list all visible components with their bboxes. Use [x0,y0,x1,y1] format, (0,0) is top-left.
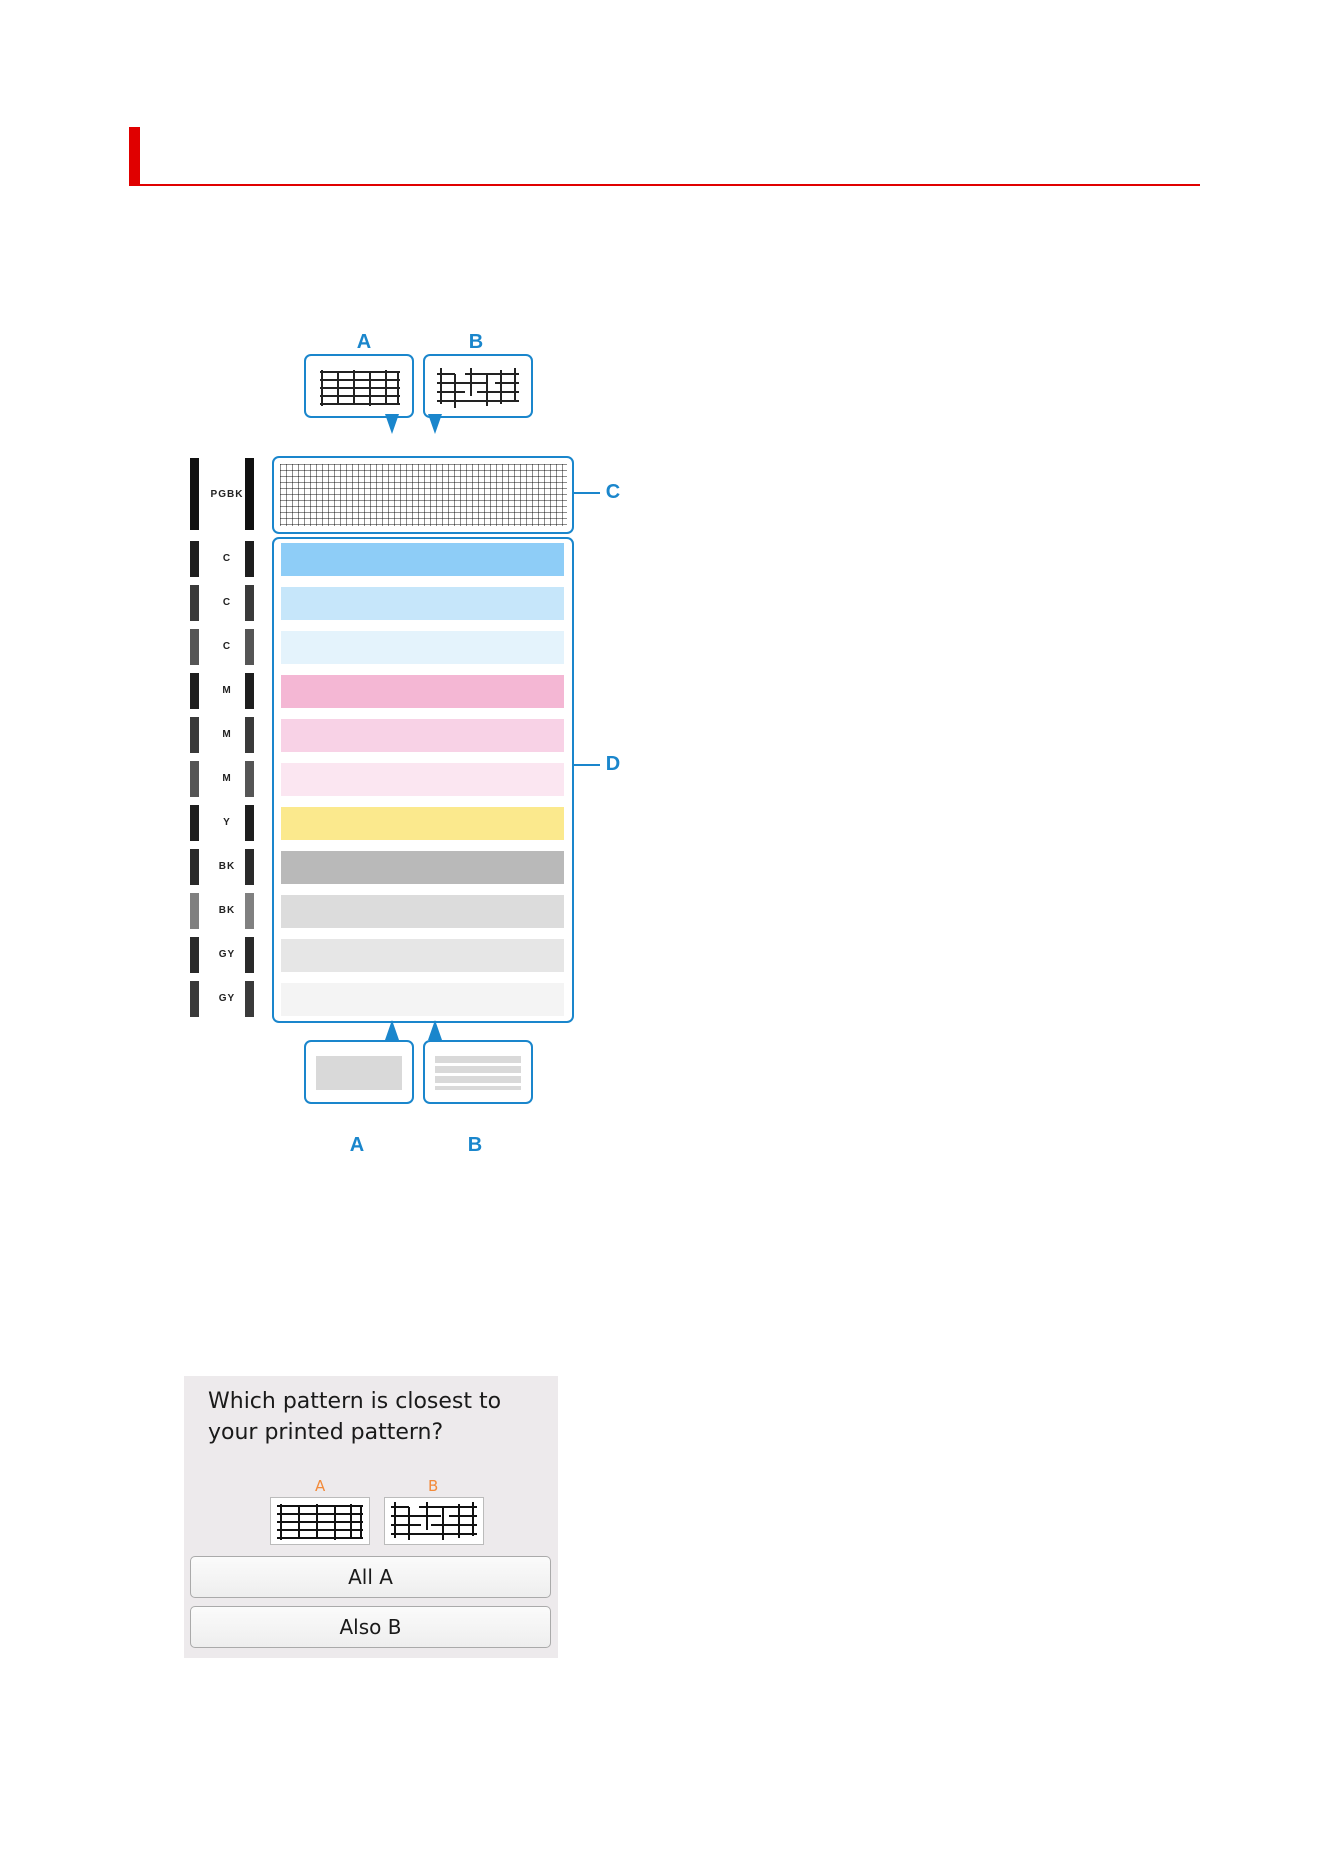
nozzle-bar-left [190,673,199,709]
magenta-stripe-2 [281,719,564,752]
nozzle-bar-left [190,981,199,1017]
callout-box-a-top [304,354,414,418]
all-a-button[interactable]: All A [190,1556,551,1598]
pgbk-grid-pattern [280,464,567,526]
callout-label-a-top: A [349,331,379,354]
lcd-question-text: Which pattern is closest to your printed… [208,1386,548,1448]
callout-box-b-bottom [423,1040,533,1104]
nozzle-bar-right [245,585,254,621]
pointer-b-top [428,414,442,434]
nozzle-bar-right [245,717,254,753]
nozzle-bar-right [245,937,254,973]
pointer-a-top [385,414,399,434]
nozzle-bar-left [190,937,199,973]
nozzle-bar-left [190,541,199,577]
nozzle-bar-left [190,629,199,665]
defective-grid-pattern-icon [425,356,531,416]
black-stripe-1 [281,851,564,884]
callout-label-d: D [598,753,628,776]
lcd-option-a-letter: A [315,1477,325,1495]
gray-stripe-1 [281,939,564,972]
heading-accent-bar [129,127,140,185]
nozzle-bar-left [190,805,199,841]
good-grid-pattern-icon [306,356,412,416]
callout-label-b-bottom: B [460,1134,490,1157]
lcd-option-b-letter: B [428,1477,438,1495]
lead-line-d [572,764,600,766]
nozzle-bar-left [190,893,199,929]
also-b-button[interactable]: Also B [190,1606,551,1648]
lead-line-c [572,492,600,494]
cyan-stripe-2 [281,587,564,620]
nozzle-bar-right [245,761,254,797]
good-grid-pattern-icon [271,1498,369,1544]
pointer-b-bottom [428,1020,442,1040]
cyan-stripe-3 [281,631,564,664]
defective-grid-pattern-icon [385,1498,483,1544]
nozzle-bar-right [245,541,254,577]
lcd-pattern-b [384,1497,484,1545]
magenta-stripe-1 [281,675,564,708]
lcd-pattern-a [270,1497,370,1545]
nozzle-bar-right [245,893,254,929]
callout-box-b-top [423,354,533,418]
callout-box-a-bottom [304,1040,414,1104]
nozzle-bar-right [245,629,254,665]
nozzle-bar-right [245,673,254,709]
gray-stripe-2 [281,983,564,1016]
nozzle-check-pattern-figure: A B [180,329,626,1164]
black-stripe-2 [281,895,564,928]
nozzle-bar-left [190,585,199,621]
heading-rule [129,184,1200,186]
callout-label-b-top: B [461,331,491,354]
printer-lcd-screen: Which pattern is closest to your printed… [184,1376,558,1658]
nozzle-bar-right [245,458,254,530]
nozzle-bar-right [245,849,254,885]
nozzle-bar-left [190,458,199,530]
nozzle-bar-right [245,981,254,1017]
callout-label-a-bottom: A [342,1134,372,1157]
nozzle-bar-left [190,717,199,753]
yellow-stripe [281,807,564,840]
solid-stripe-sample [316,1056,402,1090]
nozzle-bar-left [190,849,199,885]
cyan-stripe-1 [281,543,564,576]
nozzle-bar-left [190,761,199,797]
callout-label-c: C [598,481,628,504]
nozzle-bar-right [245,805,254,841]
magenta-stripe-3 [281,763,564,796]
streaked-stripe-sample [435,1056,521,1090]
pointer-a-bottom [385,1020,399,1040]
